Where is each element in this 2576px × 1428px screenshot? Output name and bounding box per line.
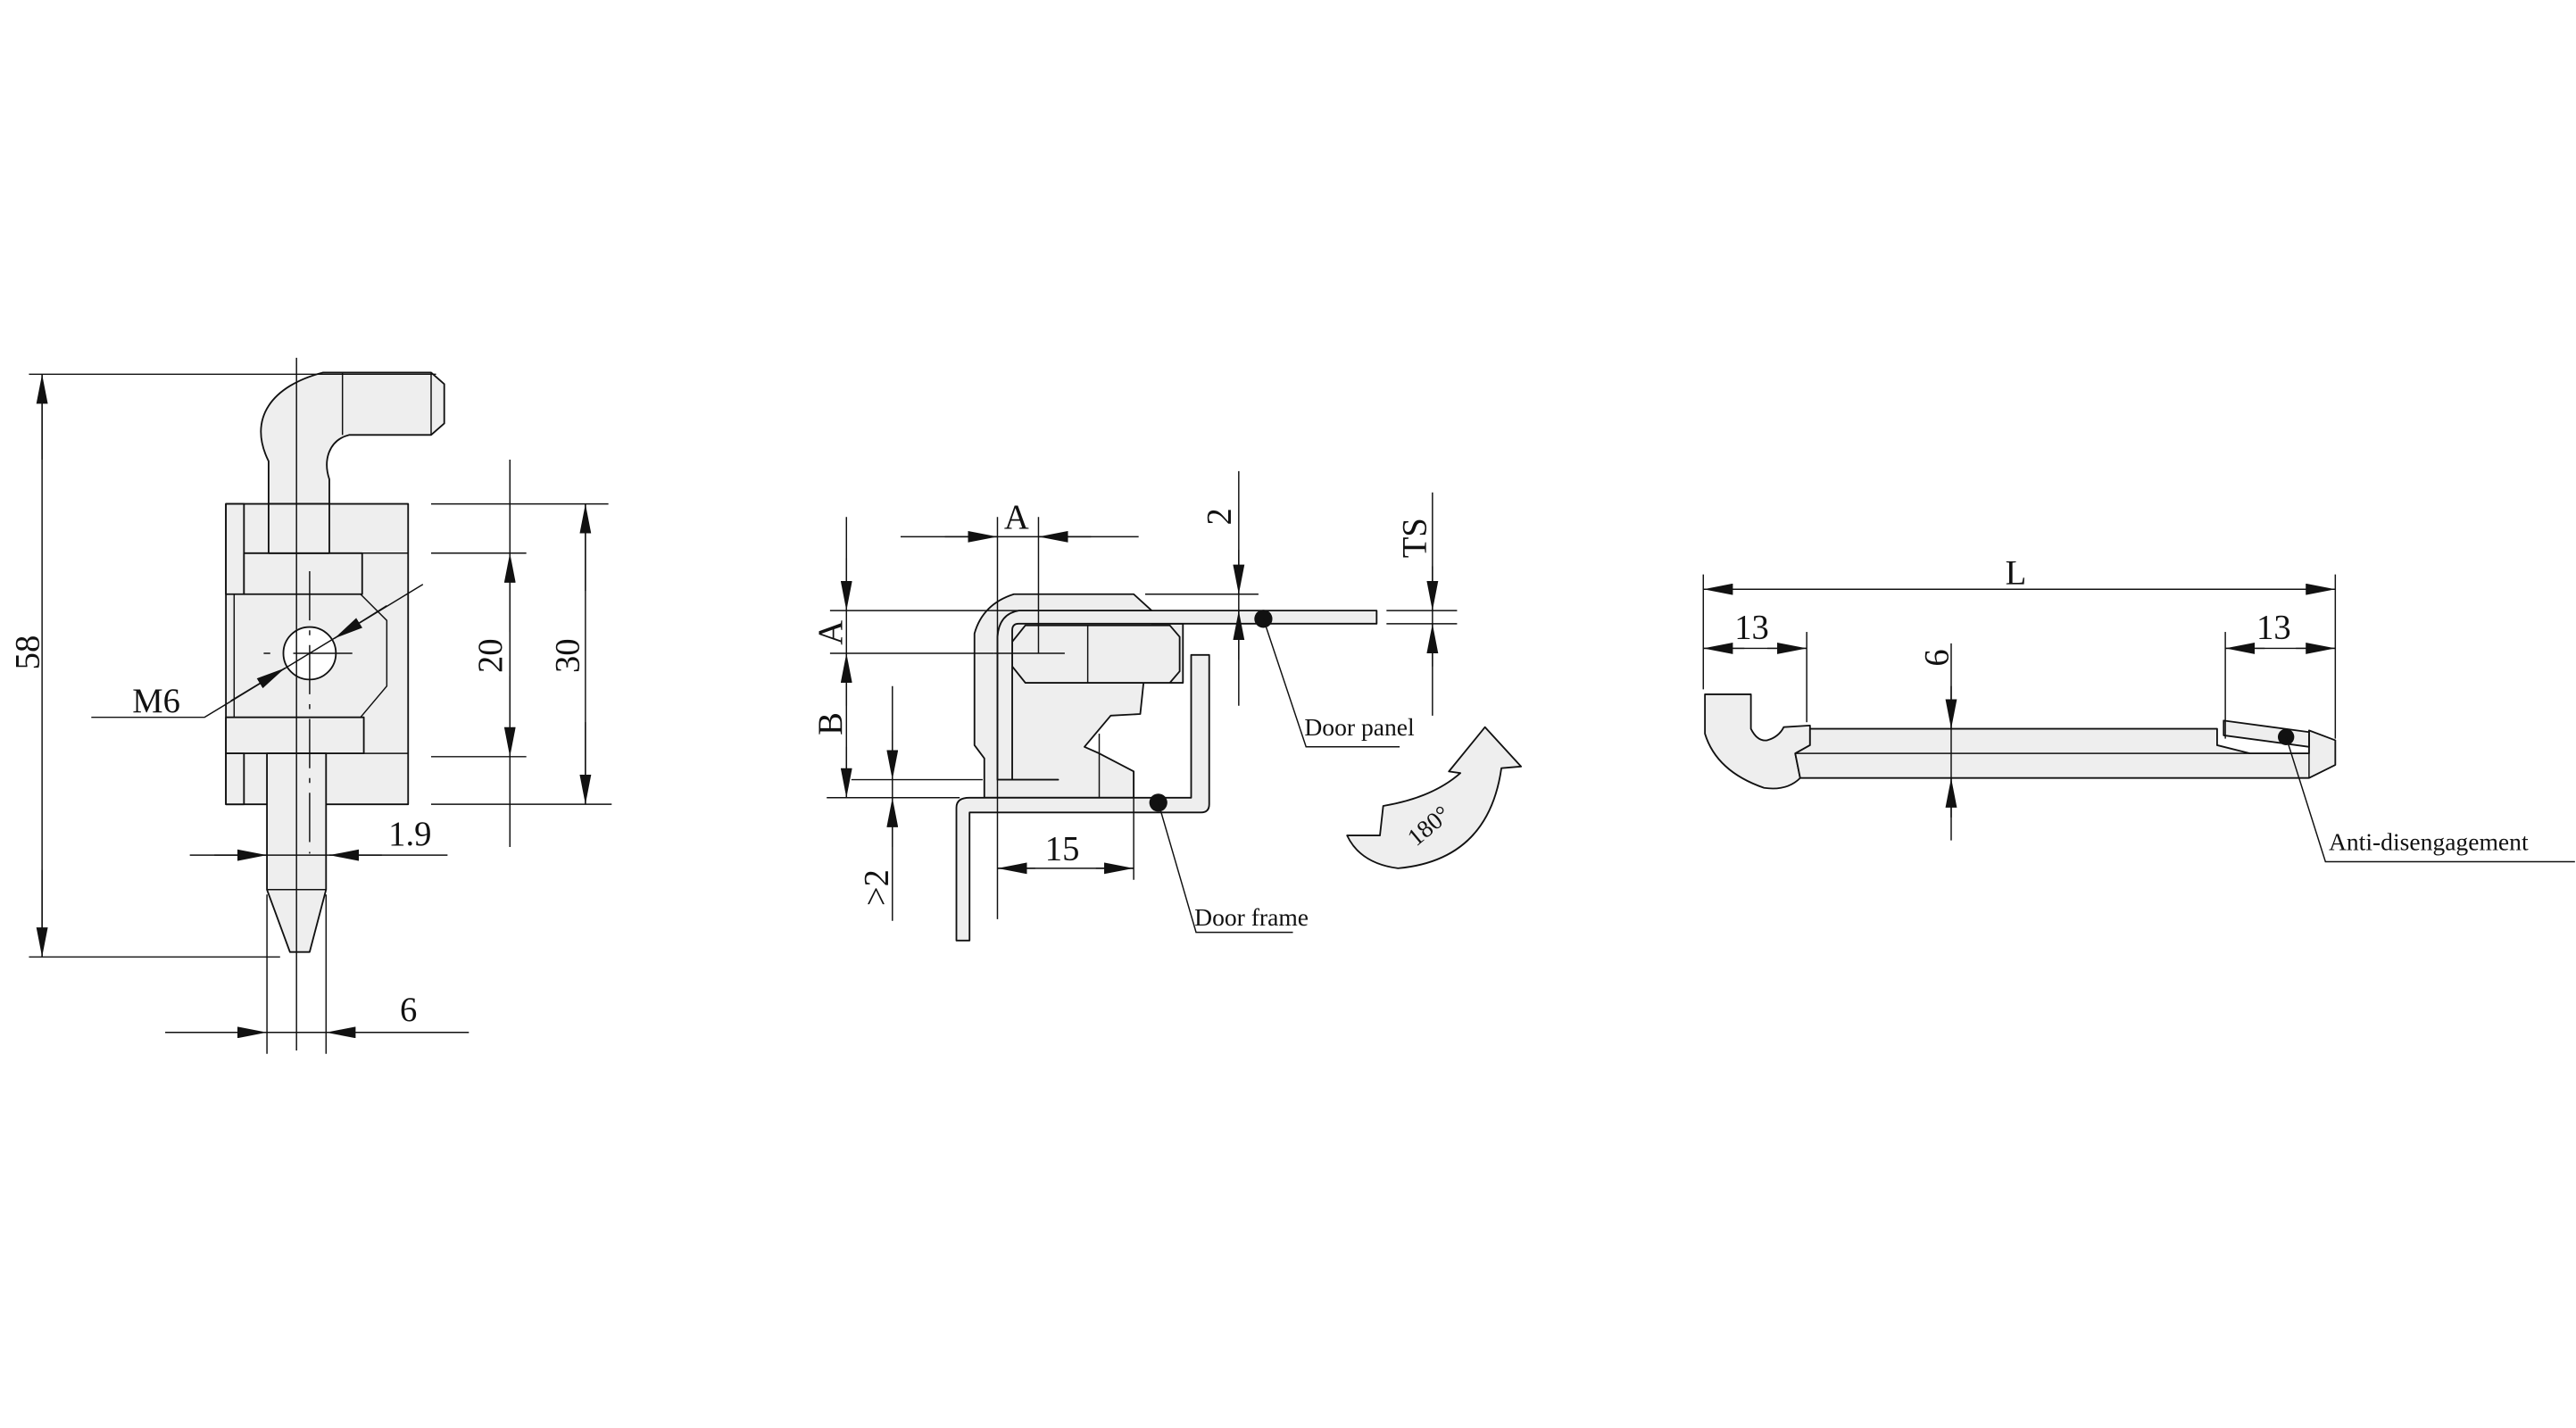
label-door-frame: Door frame	[1194, 903, 1309, 931]
latch-installation-view: A A B >2 15 2 TS	[812, 470, 1523, 942]
dim-2: 2	[1201, 508, 1239, 525]
label-door-panel: Door panel	[1304, 713, 1415, 741]
spring-tongue	[2223, 719, 2310, 748]
dim-6: 6	[400, 992, 417, 1029]
dim-ts: TS	[1396, 518, 1433, 558]
latch-side-view: L 13 13 6 Anti-disengagement	[1702, 555, 2575, 863]
dim-1-9: 1.9	[388, 816, 431, 853]
dim-58: 58	[9, 635, 46, 670]
dim-a-vertical: A	[812, 620, 850, 645]
dim-left-end: 13	[1734, 609, 1769, 646]
anti-disengagement-marker	[2277, 728, 2295, 745]
dim-20: 20	[472, 638, 510, 673]
dim-thickness: 6	[1918, 649, 1956, 666]
door-frame	[955, 653, 1210, 942]
hook-end	[1704, 693, 1811, 790]
door-frame-marker	[1149, 793, 1168, 812]
dim-m6: M6	[132, 683, 180, 720]
upper-plate	[243, 552, 363, 595]
cam	[1011, 624, 1181, 684]
dim-gap: >2	[858, 869, 895, 906]
hook-part	[260, 371, 445, 505]
rotation-arrow-icon	[1346, 726, 1523, 869]
latch-front-view: 58 M6 20 30 1.9 6	[9, 357, 612, 1054]
dim-length: L	[2006, 555, 2027, 593]
dim-15: 15	[1045, 831, 1080, 868]
label-anti-disengagement: Anti-disengagement	[2329, 828, 2529, 856]
dim-30: 30	[550, 638, 587, 673]
notch	[360, 594, 388, 718]
dim-right-end: 13	[2256, 609, 2291, 646]
dim-a-horizontal: A	[1004, 499, 1029, 536]
dim-b: B	[812, 712, 850, 735]
lower-plate	[225, 716, 365, 755]
door-panel	[996, 610, 1378, 781]
